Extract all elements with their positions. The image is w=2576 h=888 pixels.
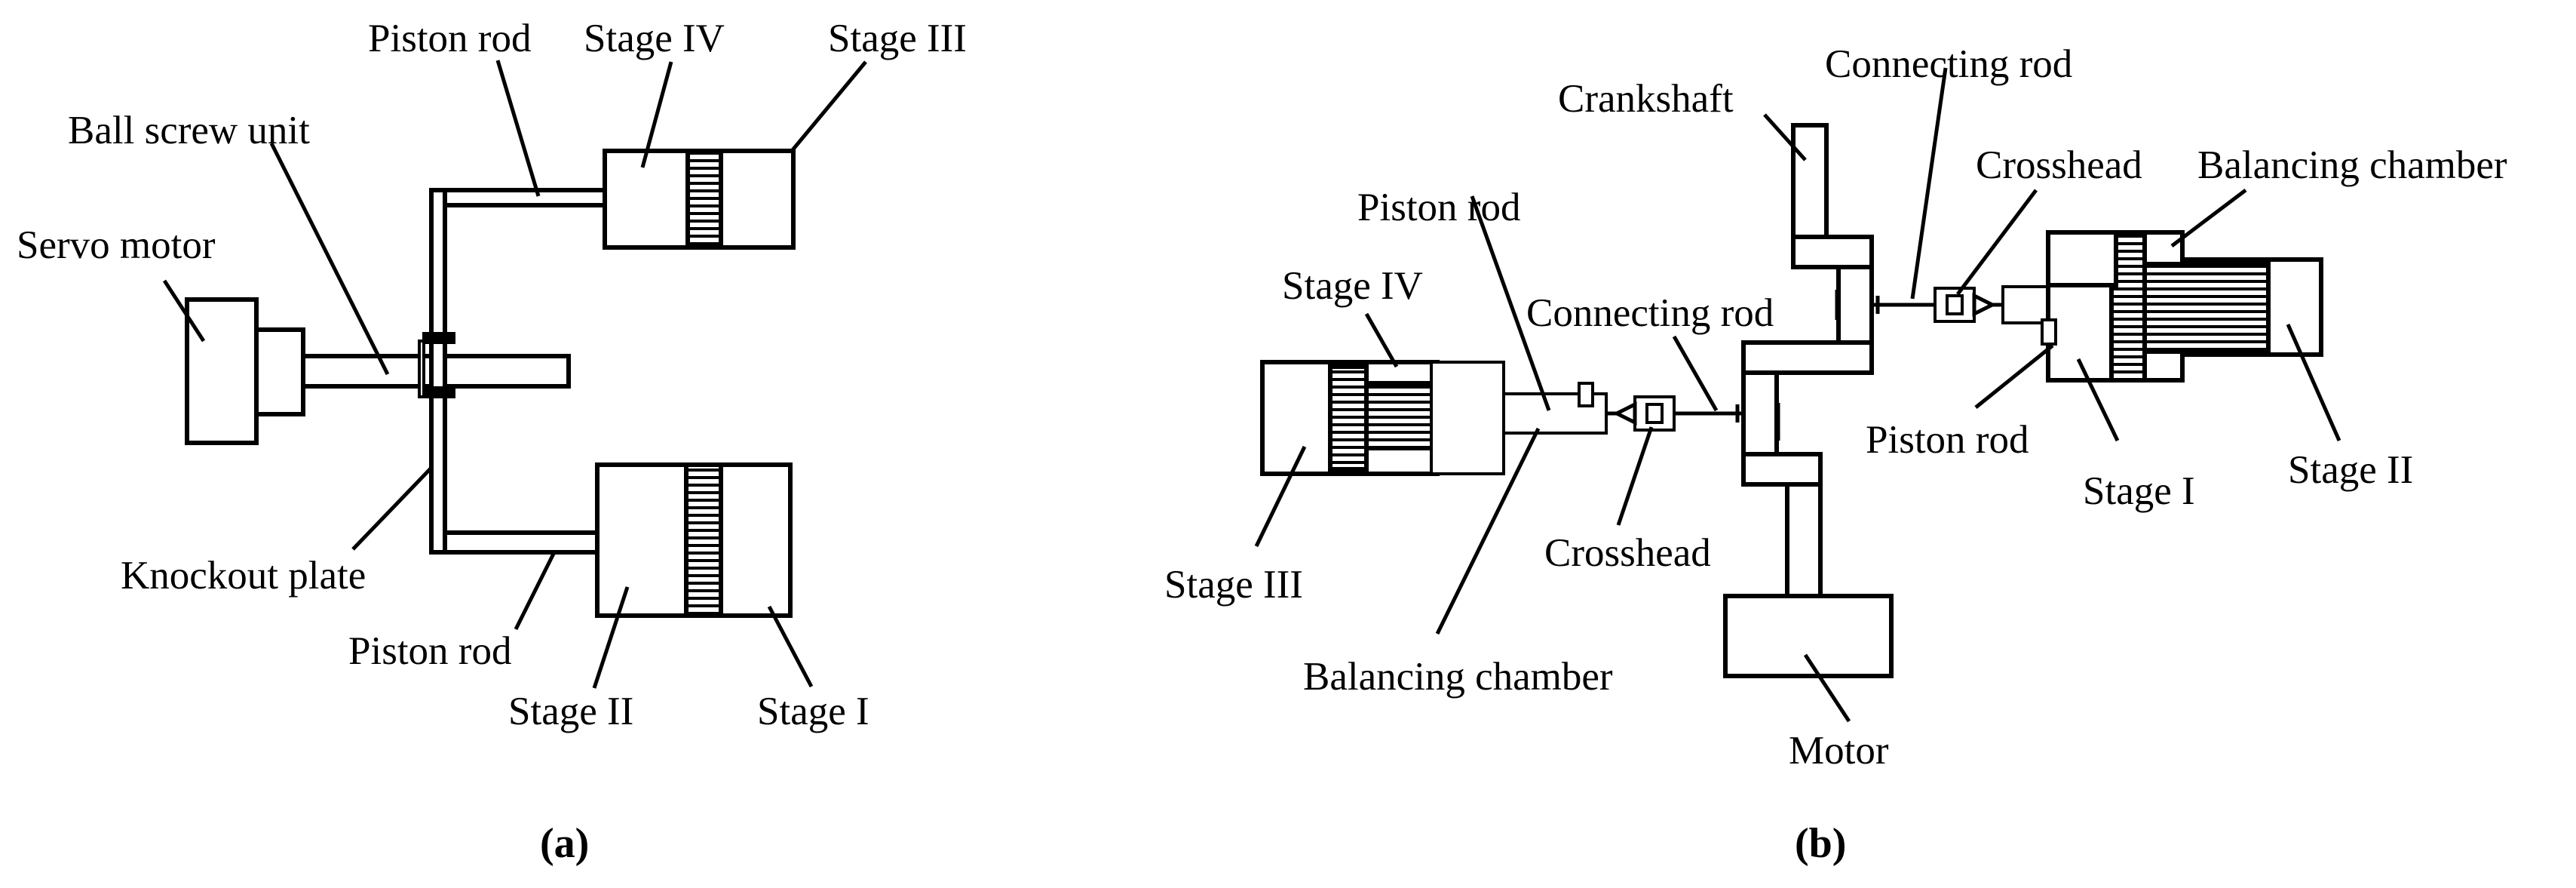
- label-piston-rod-left: Piston rod: [1357, 186, 1520, 229]
- label-motor: Motor: [1789, 729, 1889, 773]
- stage-iv-piston: [1328, 364, 1369, 472]
- crankshaft-web-right: [1836, 265, 1874, 345]
- crankshaft-lower-shaft: [1785, 482, 1823, 600]
- label-piston-rod-right: Piston rod: [1866, 418, 2029, 462]
- label-stage-iv: Stage IV: [584, 17, 725, 60]
- ball-screw-nut: [422, 332, 455, 344]
- crankshaft-throw-lower: [1741, 452, 1823, 487]
- knockout-plate: [429, 188, 447, 555]
- label-stage-iii-b: Stage III: [1164, 563, 1303, 607]
- label-stage-i-b: Stage I: [2083, 469, 2195, 513]
- crankshaft-throw-mid: [1741, 340, 1874, 375]
- label-stage-i: Stage I: [757, 690, 869, 733]
- label-crosshead-bottom: Crosshead: [1544, 531, 1711, 575]
- panel-b-diagram: [1254, 67, 2341, 723]
- caption-b: (b): [1795, 820, 1846, 867]
- label-ball-screw-unit: Ball screw unit: [68, 109, 310, 152]
- label-stage-ii: Stage II: [508, 690, 633, 733]
- servo-motor-body: [185, 297, 259, 445]
- label-piston-rod-bottom: Piston rod: [348, 629, 511, 673]
- motor: [1723, 594, 1894, 678]
- panel-a-diagram: [162, 60, 867, 689]
- label-stage-iv-b: Stage IV: [1282, 264, 1423, 308]
- crankshaft-throw-upper: [1791, 235, 1874, 269]
- stage-iv-piston: [685, 149, 723, 250]
- label-crosshead-top: Crosshead: [1976, 143, 2142, 187]
- crankshaft-top-web: [1791, 123, 1829, 239]
- servo-motor-coupling: [254, 327, 305, 416]
- stage-ii-piston: [2142, 262, 2271, 354]
- stage-ii-piston: [684, 462, 723, 618]
- label-crankshaft: Crankshaft: [1558, 77, 1734, 121]
- caption-a: (a): [540, 820, 589, 867]
- balancing-chamber-right: [2046, 230, 2118, 287]
- label-connecting-rod-top: Connecting rod: [1825, 42, 2072, 86]
- label-servo-motor: Servo motor: [17, 223, 216, 267]
- label-balancing-chamber-bottom: Balancing chamber: [1303, 655, 1613, 699]
- label-balancing-chamber-top: Balancing chamber: [2197, 143, 2507, 187]
- label-stage-iii: Stage III: [828, 17, 967, 60]
- label-piston-rod-top: Piston rod: [368, 17, 531, 60]
- label-stage-ii-b: Stage II: [2288, 448, 2413, 492]
- label-knockout-plate: Knockout plate: [121, 554, 366, 598]
- ball-screw-nut: [422, 386, 455, 398]
- label-connecting-rod-left: Connecting rod: [1526, 291, 1774, 335]
